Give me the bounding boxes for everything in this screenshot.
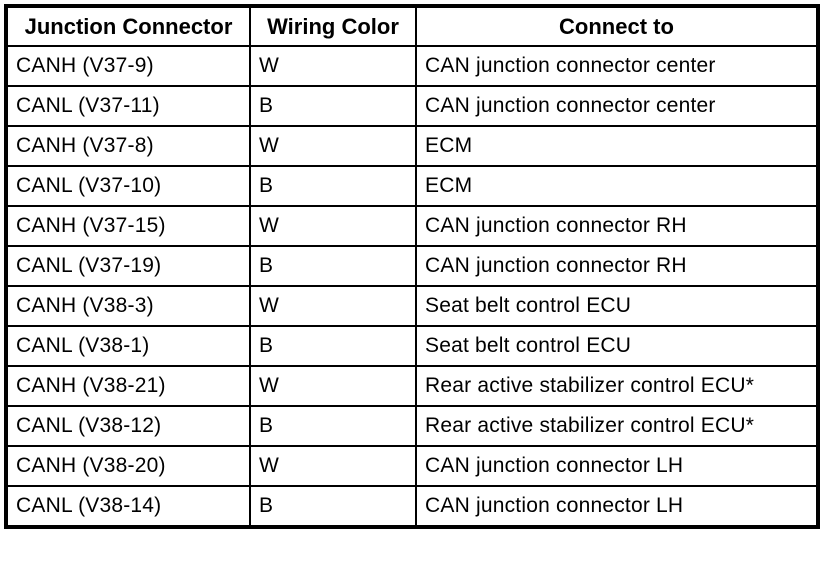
wiring-color-cell: B [249, 405, 417, 447]
wiring-color-cell: W [249, 205, 417, 247]
connect-to-cell: CAN junction connector RH [415, 205, 819, 247]
junction-connector-cell: CANH (V37-15) [5, 205, 251, 247]
junction-connector-cell: CANL (V37-10) [5, 165, 251, 207]
wiring-table: Junction Connector Wiring Color Connect … [4, 4, 820, 529]
wiring-color-cell: W [249, 285, 417, 327]
junction-connector-cell: CANL (V37-19) [5, 245, 251, 287]
junction-connector-cell: CANL (V38-14) [5, 485, 251, 528]
connect-to-cell: ECM [415, 165, 819, 207]
connect-to-cell: CAN junction connector LH [415, 445, 819, 487]
page: Junction Connector Wiring Color Connect … [4, 4, 820, 529]
header-junction-connector: Junction Connector [5, 5, 251, 47]
junction-connector-cell: CANH (V37-9) [5, 45, 251, 87]
wiring-color-cell: B [249, 325, 417, 367]
wiring-color-cell: W [249, 445, 417, 487]
wiring-color-cell: B [249, 85, 417, 127]
connect-to-cell: CAN junction connector center [415, 45, 819, 87]
wiring-color-cell: B [249, 165, 417, 207]
junction-connector-cell: CANH (V38-20) [5, 445, 251, 487]
header-wiring-color: Wiring Color [249, 5, 417, 47]
connect-to-cell: Seat belt control ECU [415, 325, 819, 367]
wiring-color-cell: B [249, 245, 417, 287]
connect-to-cell: Seat belt control ECU [415, 285, 819, 327]
wiring-color-cell: W [249, 125, 417, 167]
wiring-color-cell: W [249, 365, 417, 407]
connect-to-cell: Rear active stabilizer control ECU* [415, 405, 819, 447]
connect-to-cell: Rear active stabilizer control ECU* [415, 365, 819, 407]
junction-connector-cell: CANH (V38-21) [5, 365, 251, 407]
connect-to-cell: CAN junction connector RH [415, 245, 819, 287]
header-connect-to: Connect to [415, 5, 819, 47]
wiring-color-cell: W [249, 45, 417, 87]
junction-connector-cell: CANL (V37-11) [5, 85, 251, 127]
connect-to-cell: CAN junction connector center [415, 85, 819, 127]
wiring-color-cell: B [249, 485, 417, 528]
junction-connector-cell: CANH (V37-8) [5, 125, 251, 167]
connect-to-cell: CAN junction connector LH [415, 485, 819, 528]
junction-connector-cell: CANL (V38-1) [5, 325, 251, 367]
junction-connector-cell: CANH (V38-3) [5, 285, 251, 327]
junction-connector-cell: CANL (V38-12) [5, 405, 251, 447]
connect-to-cell: ECM [415, 125, 819, 167]
header-row: Junction Connector Wiring Color Connect … [5, 5, 819, 47]
